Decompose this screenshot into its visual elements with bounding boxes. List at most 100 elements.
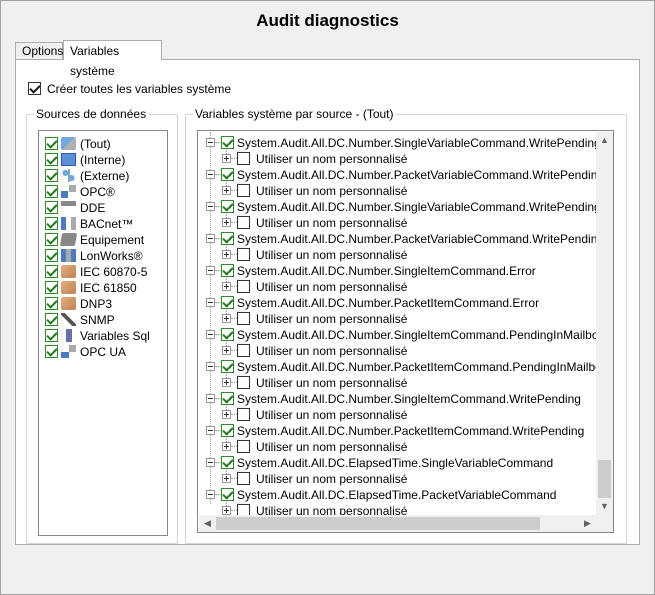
collapse-icon[interactable]: [206, 298, 215, 308]
tab-variables-systeme[interactable]: Variables système: [63, 40, 162, 78]
source-item[interactable]: OPC®: [45, 183, 115, 199]
tree-item-checkbox[interactable]: [221, 392, 234, 406]
source-checkbox[interactable]: [45, 201, 58, 215]
expand-icon[interactable]: [222, 250, 231, 260]
tree-item[interactable]: System.Audit.All.DC.Number.SingleItemCom…: [206, 326, 596, 342]
source-checkbox[interactable]: [45, 313, 58, 327]
tree-item[interactable]: System.Audit.All.DC.Number.SingleItemCom…: [206, 390, 581, 406]
tree-item-checkbox[interactable]: [221, 264, 234, 278]
source-item[interactable]: Equipement: [45, 231, 144, 247]
custom-name-checkbox[interactable]: [237, 408, 250, 422]
custom-name-checkbox[interactable]: [237, 248, 250, 262]
collapse-icon[interactable]: [206, 266, 215, 276]
horizontal-scrollbar[interactable]: ◀ ▶: [199, 515, 596, 532]
tree-item-checkbox[interactable]: [221, 296, 234, 310]
expand-icon[interactable]: [222, 442, 231, 452]
source-item[interactable]: (Externe): [45, 167, 129, 183]
tree-child-item[interactable]: Utiliser un nom personnalisé: [222, 150, 407, 166]
expand-icon[interactable]: [222, 378, 231, 388]
expand-icon[interactable]: [222, 474, 231, 484]
collapse-icon[interactable]: [206, 170, 215, 180]
custom-name-checkbox[interactable]: [237, 376, 250, 390]
tree-item[interactable]: System.Audit.All.DC.Number.PacketItemCom…: [206, 294, 539, 310]
collapse-icon[interactable]: [206, 426, 215, 436]
tree-child-item[interactable]: Utiliser un nom personnalisé: [222, 438, 407, 454]
tree-item[interactable]: System.Audit.All.DC.ElapsedTime.SingleVa…: [206, 454, 553, 470]
tree-item-checkbox[interactable]: [221, 136, 234, 150]
collapse-icon[interactable]: [206, 362, 215, 372]
source-checkbox[interactable]: [45, 153, 58, 167]
collapse-icon[interactable]: [206, 458, 215, 468]
vertical-scroll-thumb[interactable]: [598, 460, 611, 498]
source-checkbox[interactable]: [45, 217, 58, 231]
source-checkbox[interactable]: [45, 169, 58, 183]
tree-child-item[interactable]: Utiliser un nom personnalisé: [222, 246, 407, 262]
expand-icon[interactable]: [222, 346, 231, 356]
source-checkbox[interactable]: [45, 265, 58, 279]
tree-item[interactable]: System.Audit.All.DC.Number.SingleVariabl…: [206, 134, 596, 150]
vertical-scrollbar[interactable]: ▲ ▼: [596, 132, 613, 515]
tree-child-item[interactable]: Utiliser un nom personnalisé: [222, 374, 407, 390]
tree-item-checkbox[interactable]: [221, 360, 234, 374]
tree-item-checkbox[interactable]: [221, 328, 234, 342]
source-item[interactable]: Variables Sql: [45, 327, 150, 343]
source-checkbox[interactable]: [45, 297, 58, 311]
custom-name-checkbox[interactable]: [237, 152, 250, 166]
source-item[interactable]: (Interne): [45, 151, 125, 167]
variables-tree[interactable]: System.Audit.All.DC.Number.SingleVariabl…: [197, 130, 614, 533]
tree-item[interactable]: System.Audit.All.DC.Number.PacketItemCom…: [206, 358, 596, 374]
tree-item[interactable]: System.Audit.All.DC.Number.PacketVariabl…: [206, 230, 596, 246]
source-item[interactable]: (Tout): [45, 135, 111, 151]
tree-child-item[interactable]: Utiliser un nom personnalisé: [222, 310, 407, 326]
expand-icon[interactable]: [222, 218, 231, 228]
tree-child-item[interactable]: Utiliser un nom personnalisé: [222, 470, 407, 486]
custom-name-checkbox[interactable]: [237, 280, 250, 294]
tree-item-checkbox[interactable]: [221, 424, 234, 438]
scroll-up-icon[interactable]: ▲: [600, 135, 609, 145]
tree-item-checkbox[interactable]: [221, 488, 234, 502]
source-checkbox[interactable]: [45, 281, 58, 295]
tree-child-item[interactable]: Utiliser un nom personnalisé: [222, 278, 407, 294]
scroll-right-icon[interactable]: ▶: [584, 518, 591, 528]
expand-icon[interactable]: [222, 154, 231, 164]
tree-item[interactable]: System.Audit.All.DC.Number.SingleVariabl…: [206, 198, 596, 214]
source-item[interactable]: BACnet™: [45, 215, 133, 231]
create-all-checkbox[interactable]: [28, 82, 41, 96]
custom-name-checkbox[interactable]: [237, 344, 250, 358]
collapse-icon[interactable]: [206, 394, 215, 404]
source-checkbox[interactable]: [45, 329, 58, 343]
collapse-icon[interactable]: [206, 202, 215, 212]
scroll-down-icon[interactable]: ▼: [600, 501, 609, 511]
source-item[interactable]: LonWorks®: [45, 247, 143, 263]
collapse-icon[interactable]: [206, 490, 215, 500]
custom-name-checkbox[interactable]: [237, 440, 250, 454]
tab-options[interactable]: Options: [15, 42, 63, 60]
tree-child-item[interactable]: Utiliser un nom personnalisé: [222, 342, 407, 358]
collapse-icon[interactable]: [206, 330, 215, 340]
tree-child-item[interactable]: Utiliser un nom personnalisé: [222, 214, 407, 230]
source-checkbox[interactable]: [45, 185, 58, 199]
tree-child-item[interactable]: Utiliser un nom personnalisé: [222, 182, 407, 198]
tree-item-checkbox[interactable]: [221, 232, 234, 246]
custom-name-checkbox[interactable]: [237, 504, 250, 515]
tree-item[interactable]: System.Audit.All.DC.Number.SingleItemCom…: [206, 262, 536, 278]
source-item[interactable]: DNP3: [45, 295, 112, 311]
expand-icon[interactable]: [222, 282, 231, 292]
custom-name-checkbox[interactable]: [237, 184, 250, 198]
source-item[interactable]: IEC 60870-5: [45, 263, 147, 279]
expand-icon[interactable]: [222, 410, 231, 420]
source-item[interactable]: OPC UA: [45, 343, 126, 359]
custom-name-checkbox[interactable]: [237, 216, 250, 230]
create-all-checkbox-row[interactable]: Créer toutes les variables système: [28, 81, 231, 96]
source-item[interactable]: SNMP: [45, 311, 115, 327]
source-item[interactable]: IEC 61850: [45, 279, 137, 295]
custom-name-checkbox[interactable]: [237, 472, 250, 486]
source-checkbox[interactable]: [45, 233, 58, 247]
tree-item-checkbox[interactable]: [221, 456, 234, 470]
expand-icon[interactable]: [222, 506, 231, 515]
source-checkbox[interactable]: [45, 249, 58, 263]
custom-name-checkbox[interactable]: [237, 312, 250, 326]
scroll-left-icon[interactable]: ◀: [204, 518, 211, 528]
expand-icon[interactable]: [222, 314, 231, 324]
